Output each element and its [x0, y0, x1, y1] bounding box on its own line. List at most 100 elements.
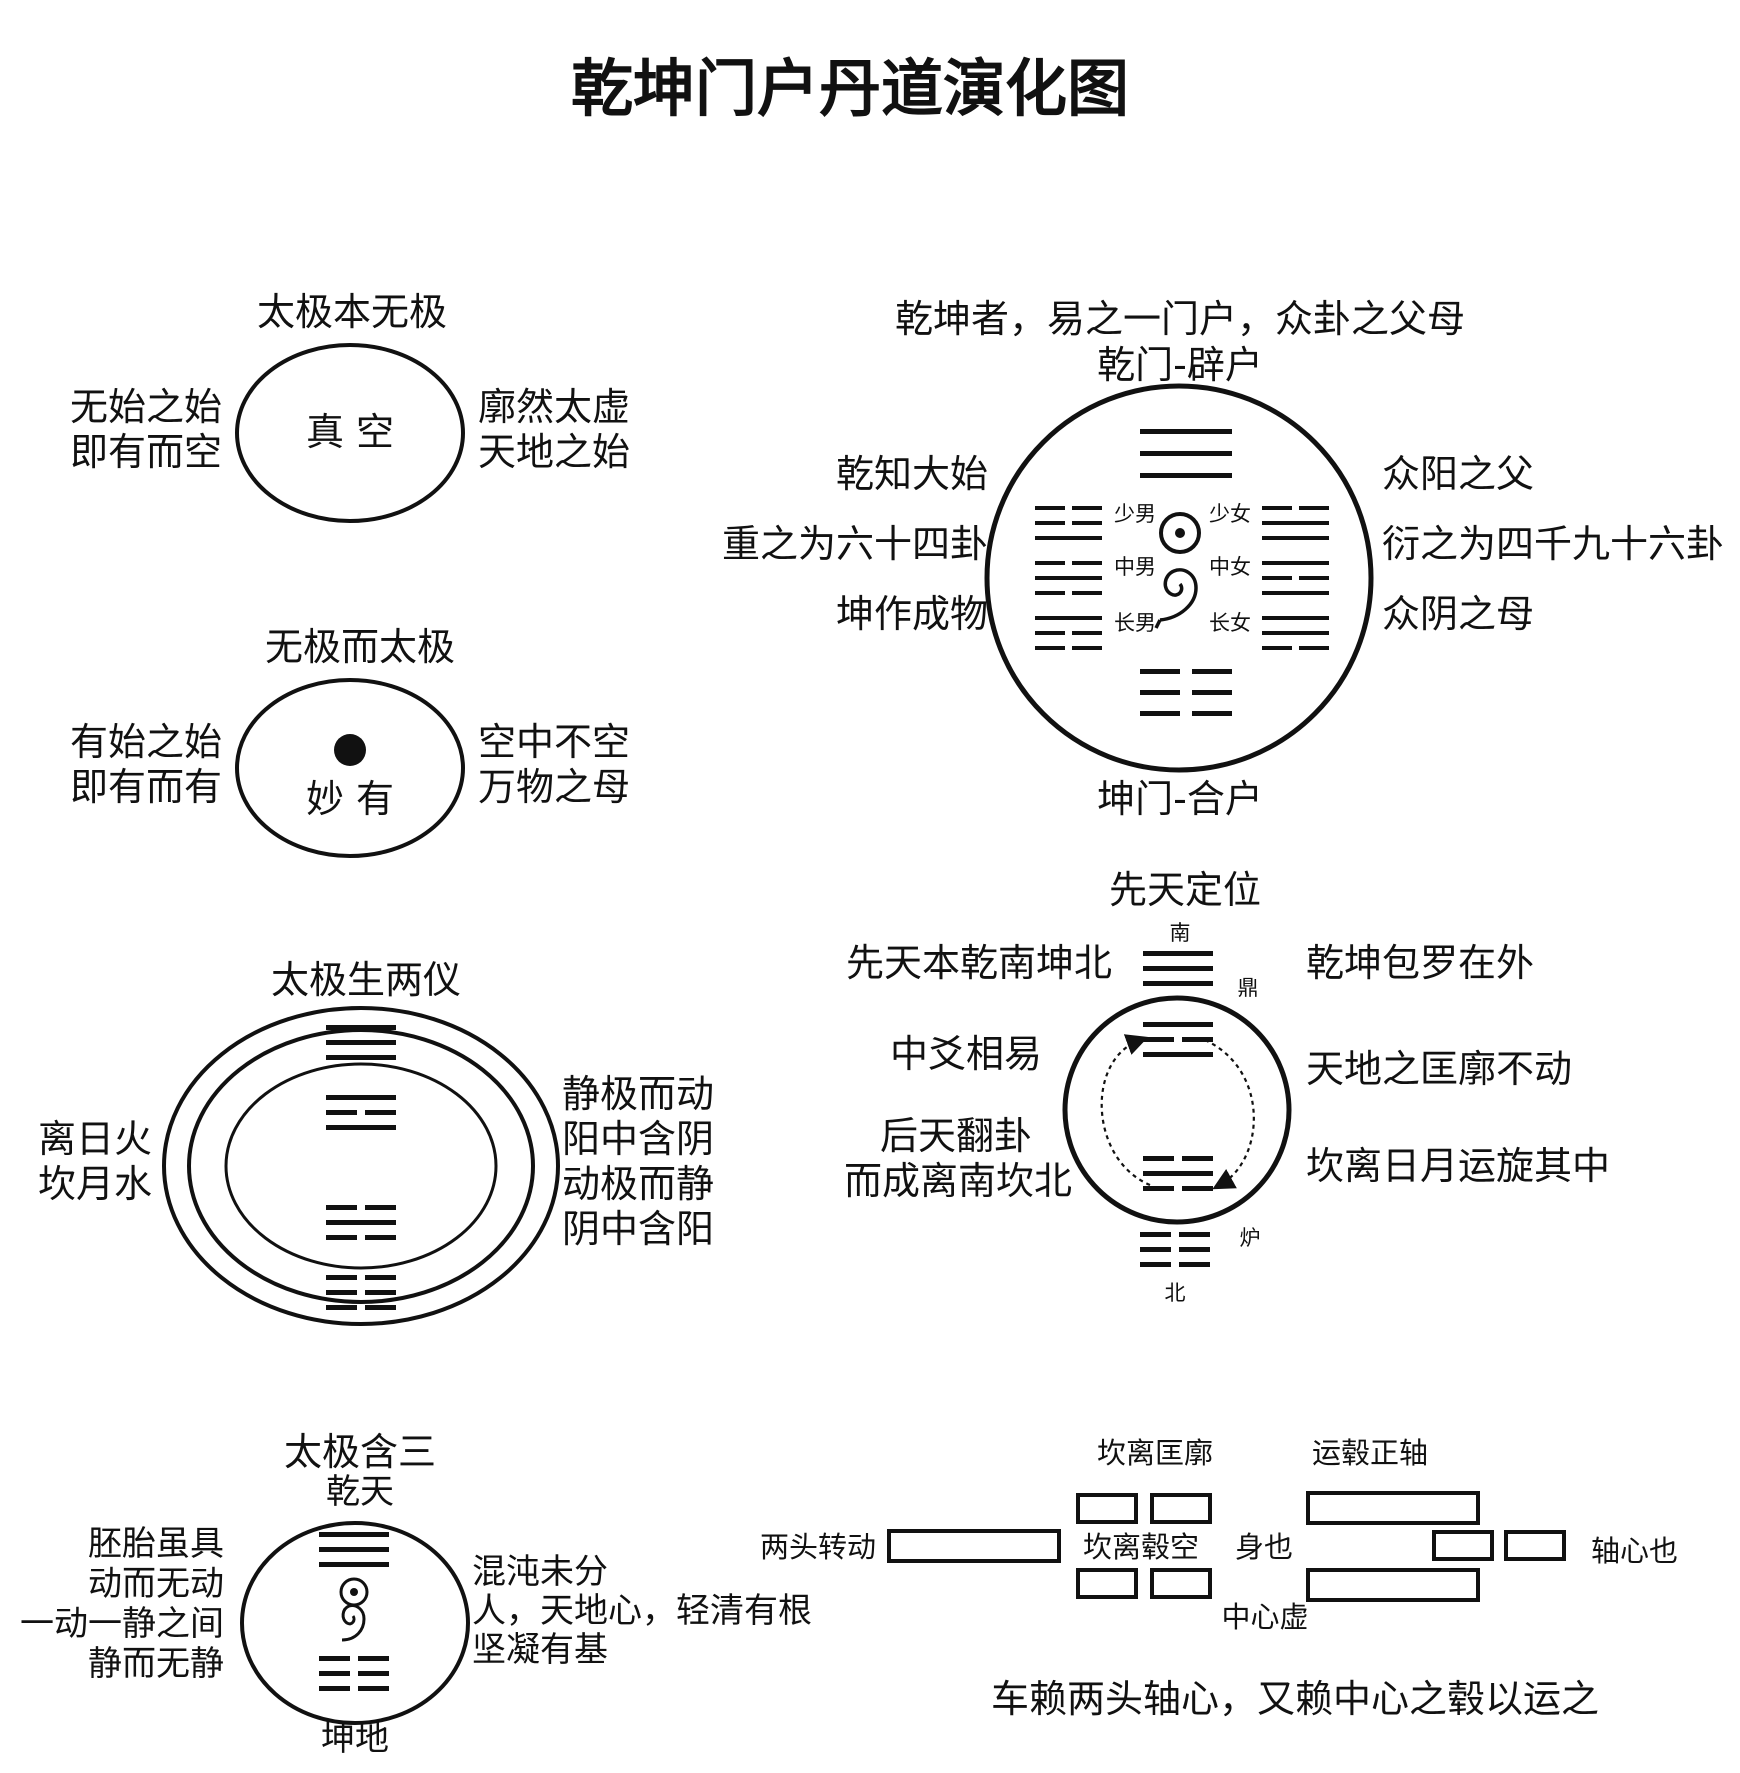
hansan-trigram-kun	[319, 1656, 389, 1691]
xiantian-trigram-qian	[1143, 951, 1213, 986]
hub-block-bottom-right	[1150, 1568, 1212, 1599]
hub-caption: 车赖两头轴心，又赖中心之毂以运之	[991, 1677, 1599, 1721]
hub-label-axle-center: 轴心也	[1591, 1534, 1678, 1568]
gate-embryo-icon	[1154, 568, 1198, 629]
hub-block-top-right	[1150, 1493, 1212, 1524]
liangyi-right-line-2: 阳中含阴	[562, 1117, 714, 1161]
gate-right-line-2: 衍之为四千九十六卦	[1382, 522, 1724, 566]
xiantian-south: 南	[1170, 921, 1191, 945]
gate-trigram-kun	[1140, 669, 1232, 716]
xiantian-arrow-right	[1204, 1039, 1255, 1190]
xiantian-trigram-kun	[1140, 1232, 1210, 1267]
taiji-left-line-1: 有始之始	[70, 720, 222, 764]
xiantian-left-line-2: 中爻相易	[890, 1032, 1042, 1076]
gate-heading: 乾坤者，易之一门户，众卦之父母	[895, 297, 1465, 341]
xiantian-lu: 炉	[1240, 1226, 1261, 1250]
hub-two-ends-bar	[887, 1529, 1061, 1563]
wuji-center-text: 真 空	[306, 410, 394, 454]
gate-circle	[984, 383, 1374, 773]
wuji-right-line-1: 廓然太虚	[478, 385, 630, 429]
panel-taiji: 无极而太极 妙 有 有始之始 即有而有 空中不空 万物之母	[70, 625, 630, 858]
liangyi-middle-ring	[187, 1028, 535, 1304]
xiantian-circle	[1062, 995, 1292, 1225]
xiantian-right-line-3: 坎离日月运旋其中	[1306, 1144, 1610, 1188]
hub-label-hub-empty: 坎离毂空	[1083, 1530, 1199, 1564]
hansan-circle	[240, 1521, 470, 1725]
panel-liangyi: 太极生两仪 离日火 坎月水 静极而动 阳中含阴 动极而静 阴中含阳	[38, 958, 714, 1326]
wuji-circle	[235, 343, 465, 523]
hub-axle-top-bar	[1306, 1491, 1480, 1525]
xiantian-trigram-kan	[1143, 1156, 1213, 1191]
hansan-right-line-1: 混沌未分	[472, 1552, 608, 1592]
liangyi-trigram-li	[326, 1095, 396, 1130]
liangyi-right-line-1: 静极而动	[562, 1072, 714, 1116]
hansan-left-line-1: 胚胎虽具	[88, 1524, 224, 1564]
panel-liangyi-heading: 太极生两仪	[271, 958, 461, 1002]
gate-inner-left-1: 少男	[1114, 502, 1156, 526]
hansan-embryo-icon	[341, 1604, 366, 1642]
hub-label-axle: 运毂正轴	[1312, 1436, 1428, 1470]
gate-left-line-2: 重之为六十四卦	[722, 522, 988, 566]
gate-inner-right-3: 长女	[1209, 611, 1251, 635]
hansan-left-line-2: 动而无动	[88, 1564, 224, 1604]
xiantian-ding: 鼎	[1238, 976, 1259, 1000]
hub-axle-bottom-bar	[1306, 1568, 1480, 1602]
taiji-center-dot	[334, 734, 366, 766]
hub-label-body: 身也	[1235, 1530, 1293, 1564]
panel-taiji-heading: 无极而太极	[265, 625, 455, 669]
gate-inner-left-2: 中男	[1114, 555, 1156, 579]
hansan-trigram-qian	[319, 1532, 389, 1567]
hansan-left-line-4: 静而无静	[88, 1644, 224, 1684]
liangyi-left-line-1: 离日火	[38, 1117, 152, 1161]
panel-hansan: 太极含三 乾天 坤地 胚胎虽具 动而无动 一动一静之间 静而无静 混沌未分 人，…	[20, 1430, 812, 1759]
taiji-center-text: 妙 有	[306, 777, 394, 821]
hub-block-top-left	[1076, 1493, 1138, 1524]
gate-right-line-1: 众阳之父	[1382, 452, 1534, 496]
gate-left-lines	[1035, 506, 1102, 650]
gate-trigram-qian	[1140, 429, 1232, 478]
gate-inner-left-3: 长男	[1114, 611, 1156, 635]
gate-sun-icon	[1159, 512, 1201, 554]
gate-right-line-3: 众阴之母	[1382, 592, 1534, 636]
gate-right-lines	[1262, 506, 1329, 650]
hub-label-center-void: 中心虚	[1221, 1600, 1308, 1634]
hub-axle-mid-left	[1432, 1530, 1494, 1561]
hansan-left-line-3: 一动一静之间	[20, 1604, 224, 1644]
liangyi-trigram-qian	[326, 1025, 396, 1060]
liangyi-trigram-kun	[326, 1275, 396, 1310]
panel-wuji: 太极本无极 真 空 无始之始 即有而空 廓然太虚 天地之始	[70, 290, 630, 523]
hansan-top-label: 乾天	[326, 1472, 394, 1512]
liangyi-right-line-4: 阴中含阳	[562, 1207, 714, 1251]
xiantian-arrow-left	[1100, 1034, 1151, 1187]
liangyi-left-line-2: 坎月水	[38, 1162, 152, 1206]
xiantian-heading: 先天定位	[1109, 868, 1261, 912]
hub-label-kanli-frame: 坎离匡廓	[1097, 1436, 1213, 1470]
wuji-left-line-2: 即有而空	[70, 430, 222, 474]
xiantian-right-line-1: 乾坤包罗在外	[1306, 941, 1534, 985]
wuji-left-line-1: 无始之始	[70, 385, 222, 429]
taiji-circle	[235, 678, 465, 858]
panel-cart-hub: 坎离匡廓 运毂正轴 两头转动 坎离毂空 身也 轴心也 中心虚 车赖两头轴心，又赖…	[760, 1436, 1678, 1721]
panel-xiantian: 先天定位 南 鼎 炉 北 先天本乾南坤北 中爻相易 后天翻卦	[844, 868, 1610, 1305]
liangyi-trigram-kan	[326, 1205, 396, 1240]
gate-left-line-1: 乾知大始	[836, 452, 988, 496]
panel-qiankun-gate: 乾坤者，易之一门户，众卦之父母 乾门-辟户	[722, 297, 1724, 821]
hub-label-two-ends: 两头转动	[760, 1530, 876, 1564]
hub-axle-mid-right	[1504, 1530, 1566, 1561]
gate-left-line-3: 坤作成物	[836, 592, 988, 636]
xiantian-trigram-li	[1143, 1022, 1213, 1057]
hansan-right-line-2: 人，天地心，轻清有根	[472, 1591, 812, 1631]
taiji-left-line-2: 即有而有	[70, 765, 222, 809]
xiantian-right-line-2: 天地之匡廓不动	[1306, 1047, 1572, 1091]
hub-block-bottom-left	[1076, 1568, 1138, 1599]
gate-bottom-label: 坤门-合户	[1097, 777, 1263, 821]
gate-inner-right-2: 中女	[1209, 555, 1251, 579]
gate-top-label: 乾门-辟户	[1097, 343, 1263, 387]
taiji-right-line-1: 空中不空	[478, 720, 630, 764]
xiantian-left-line-4: 而成离南坎北	[844, 1159, 1072, 1203]
xiantian-north: 北	[1165, 1281, 1186, 1305]
wuji-right-line-2: 天地之始	[478, 430, 630, 474]
panel-wuji-heading: 太极本无极	[257, 290, 447, 334]
page-title: 乾坤门户丹道演化图	[571, 52, 1129, 125]
